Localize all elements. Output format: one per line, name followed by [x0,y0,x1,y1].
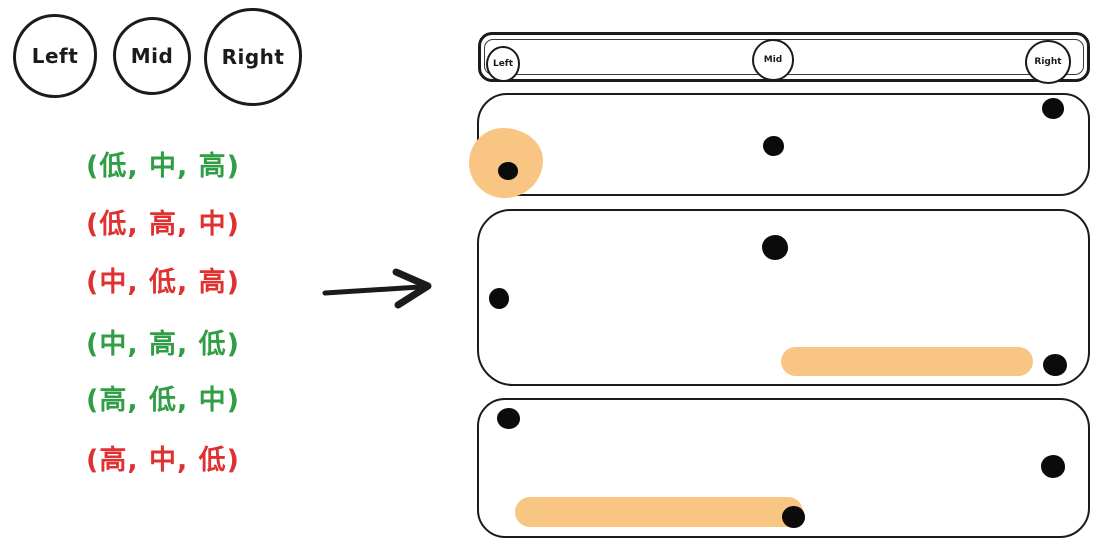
slider-knob-mid: Mid [752,39,794,81]
legend-circle-mid: Mid [113,17,191,95]
legend-label-left: Left [31,44,79,68]
slider-knob-mid-label: Mid [763,55,783,65]
legend-circle-right: Right [204,8,302,106]
permutation-item: (低, 中, 高) [86,151,240,182]
slider-knob-left-label: Left [492,59,514,69]
highlight-stroke-mid-low [515,497,803,527]
legend-label-right: Right [221,45,285,69]
dot-right-middle [1041,455,1065,478]
dot-right-high [1042,98,1064,119]
arrangement-panel-1 [469,93,1090,198]
permutation-item: (中, 高, 低) [86,329,240,360]
dot-right-low [1043,354,1067,376]
right-arrow-icon [320,266,446,312]
highlight-stroke-right-low [781,347,1033,376]
dot-mid-low [782,506,805,528]
legend-circle-left: Left [13,14,97,98]
arrangement-panel-3 [477,398,1090,538]
permutation-item: (高, 低, 中) [86,385,240,416]
permutation-item: (高, 中, 低) [86,445,240,476]
slider-knob-right: Right [1025,40,1071,84]
slider-knob-right-label: Right [1034,57,1062,67]
legend-label-mid: Mid [130,44,174,68]
slider-knob-left: Left [486,46,520,82]
slider-track: Left Mid Right [478,32,1090,84]
dot-mid-high [762,235,788,260]
dot-left-middle [489,288,509,309]
dot-left-low [498,162,518,180]
permutation-item: (低, 高, 中) [86,209,240,240]
arrangement-panel-2 [477,209,1090,386]
dot-mid-middle [763,136,784,156]
dot-left-high [497,408,520,429]
permutation-item: (中, 低, 高) [86,267,240,298]
